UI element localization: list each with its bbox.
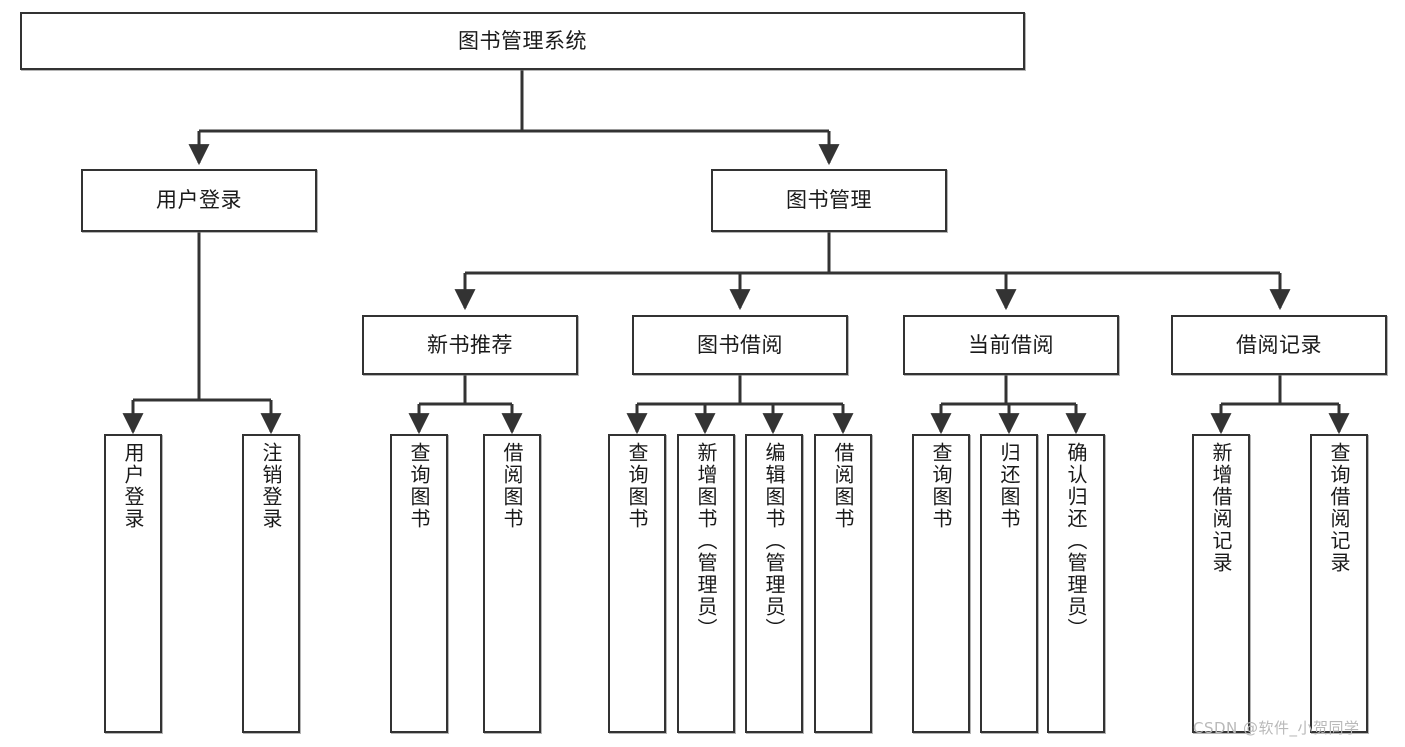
node-leaf-borrowrecord-add-record-label: 新增借阅记录 [1209,442,1233,574]
node-current-borrow-label: 当前借阅 [968,332,1054,357]
node-root-system-label: 图书管理系统 [458,28,587,53]
node-leaf-logout[interactable]: 注销登录 [242,434,300,733]
node-borrow-record-label: 借阅记录 [1236,332,1322,357]
node-leaf-newbook-borrow-book[interactable]: 借阅图书 [483,434,541,733]
node-leaf-newbook-borrow-book-label: 借阅图书 [500,442,524,530]
node-leaf-bookborrow-borrow-book-label: 借阅图书 [831,442,855,530]
node-leaf-newbook-query-book-label: 查询图书 [407,442,431,530]
node-book-borrow-label: 图书借阅 [697,332,783,357]
node-leaf-bookborrow-edit-book-label: 编辑图书（管理员） [762,442,786,640]
node-leaf-newbook-query-book[interactable]: 查询图书 [390,434,448,733]
node-leaf-bookborrow-query-book-label: 查询图书 [625,442,649,530]
node-leaf-currentborrow-return-book[interactable]: 归还图书 [980,434,1038,733]
node-leaf-bookborrow-borrow-book[interactable]: 借阅图书 [814,434,872,733]
node-leaf-borrowrecord-query-record-label: 查询借阅记录 [1327,442,1351,574]
node-leaf-borrowrecord-query-record[interactable]: 查询借阅记录 [1310,434,1368,733]
node-leaf-currentborrow-return-book-label: 归还图书 [997,442,1021,530]
node-leaf-bookborrow-edit-book[interactable]: 编辑图书（管理员） [745,434,803,733]
node-book-management-label: 图书管理 [786,188,872,213]
node-user-login[interactable]: 用户登录 [81,169,317,232]
node-current-borrow[interactable]: 当前借阅 [903,315,1119,375]
node-new-book-recommend-label: 新书推荐 [427,332,513,357]
node-leaf-bookborrow-query-book[interactable]: 查询图书 [608,434,666,733]
node-book-borrow[interactable]: 图书借阅 [632,315,848,375]
node-borrow-record[interactable]: 借阅记录 [1171,315,1387,375]
node-book-management[interactable]: 图书管理 [711,169,947,232]
node-leaf-logout-label: 注销登录 [259,442,283,530]
node-leaf-currentborrow-confirm-return-label: 确认归还（管理员） [1064,442,1088,640]
node-root-system[interactable]: 图书管理系统 [20,12,1025,70]
node-leaf-user-login[interactable]: 用户登录 [104,434,162,733]
node-user-login-label: 用户登录 [156,188,242,213]
node-new-book-recommend[interactable]: 新书推荐 [362,315,578,375]
node-leaf-bookborrow-add-book[interactable]: 新增图书（管理员） [677,434,735,733]
node-leaf-user-login-label: 用户登录 [121,442,145,530]
node-leaf-currentborrow-query-book-label: 查询图书 [929,442,953,530]
node-leaf-currentborrow-query-book[interactable]: 查询图书 [912,434,970,733]
node-leaf-currentborrow-confirm-return[interactable]: 确认归还（管理员） [1047,434,1105,733]
node-leaf-borrowrecord-add-record[interactable]: 新增借阅记录 [1192,434,1250,733]
node-leaf-bookborrow-add-book-label: 新增图书（管理员） [694,442,718,640]
